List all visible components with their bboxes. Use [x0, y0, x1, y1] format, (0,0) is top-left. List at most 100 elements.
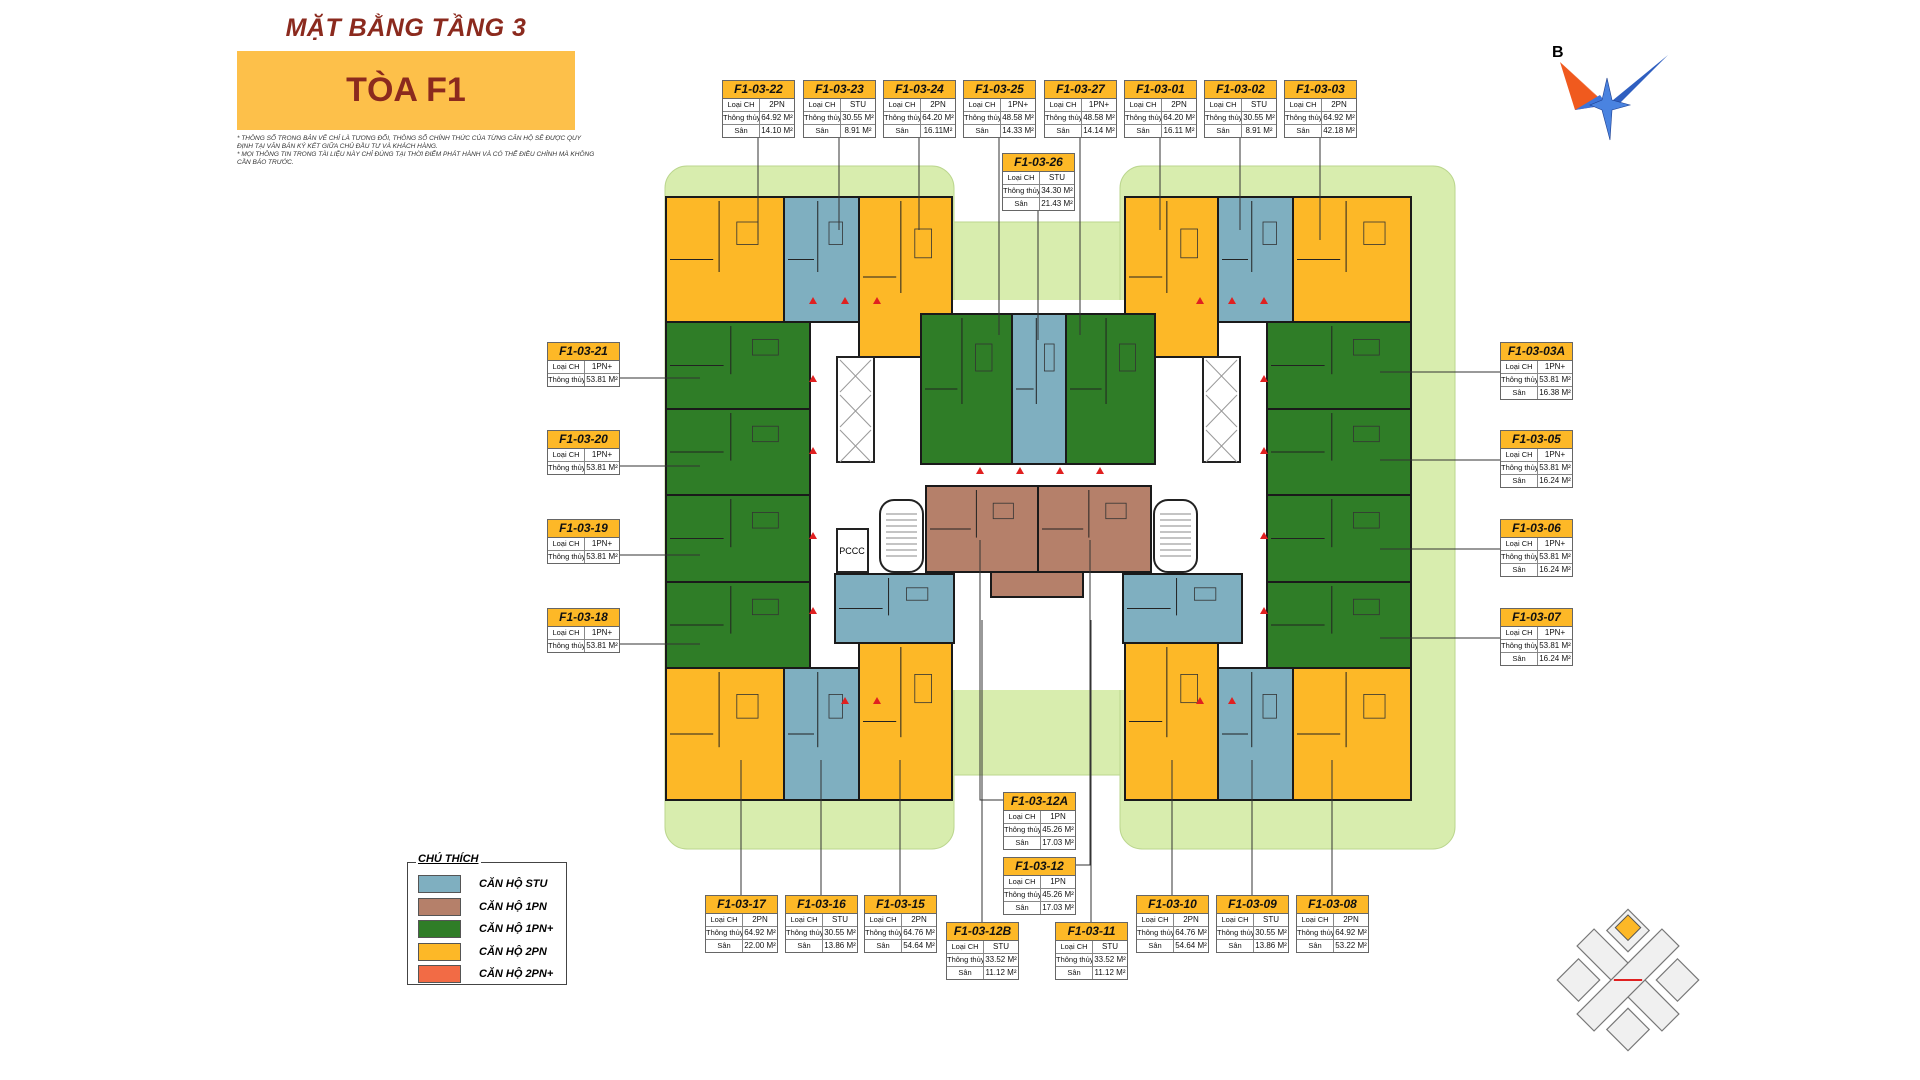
- legend-item: CĂN HỘ 2PN: [418, 942, 547, 961]
- balcony-key: Sân: [723, 125, 760, 137]
- unit-f1-03-25[interactable]: [920, 313, 1013, 465]
- unit-f1-03-15[interactable]: [858, 642, 953, 801]
- area-key: Thông thủy: [947, 954, 984, 966]
- unit-f1-03-12a[interactable]: [925, 485, 1039, 573]
- unit-f1-03-12[interactable]: [1037, 485, 1152, 573]
- unit-f1-03-22[interactable]: [665, 196, 785, 323]
- unit-code: F1-03-11: [1056, 923, 1127, 941]
- unit-balcony: 8.91 M²: [1245, 126, 1273, 135]
- type-key: Loại CH: [1501, 449, 1538, 461]
- unit-type: 1PN+: [1088, 100, 1110, 109]
- unit-f1-03-26[interactable]: [1011, 313, 1067, 465]
- balcony-key: Sân: [1297, 940, 1334, 952]
- disclaimer-notes: * Thông số trong bản vẽ chỉ là tương đối…: [237, 135, 597, 167]
- balcony-key: Sân: [1004, 902, 1041, 914]
- unit-f1-03-03[interactable]: [1292, 196, 1412, 323]
- unit-f1-03-18[interactable]: [665, 581, 811, 669]
- unit-f1-03-03a[interactable]: [1266, 321, 1412, 410]
- unit-f1-03-11[interactable]: [1122, 573, 1243, 644]
- unit-f1-03-05[interactable]: [1266, 408, 1412, 496]
- unit-area: 53.81 M²: [1539, 463, 1571, 472]
- unit-type: 2PN: [1183, 915, 1199, 924]
- elevator-shaft: [836, 356, 875, 463]
- unit-code: F1-03-06: [1501, 520, 1572, 538]
- unit-type: STU: [1251, 100, 1267, 109]
- type-key: Loại CH: [548, 627, 585, 639]
- unit-f1-03-09[interactable]: [1217, 667, 1294, 801]
- unit-type: 1PN+: [1544, 539, 1566, 548]
- entrance-marker: [1260, 532, 1268, 539]
- unit-f1-03-20[interactable]: [665, 408, 811, 496]
- unit-f1-03-21[interactable]: [665, 321, 811, 410]
- unit-balcony: 13.86 M²: [1255, 941, 1287, 950]
- key-plan-icon: [1556, 908, 1700, 1052]
- entrance-marker: [809, 607, 817, 614]
- unit-f1-03-19[interactable]: [665, 494, 811, 583]
- entrance-marker: [1260, 607, 1268, 614]
- unit-f1-03-06[interactable]: [1266, 494, 1412, 583]
- legend-swatch: [418, 875, 461, 893]
- unit-f1-03-12b[interactable]: [834, 573, 955, 644]
- balcony-key: Sân: [964, 125, 1001, 137]
- unit-f1-03-07[interactable]: [1266, 581, 1412, 669]
- unit-f1-03-27[interactable]: [1065, 313, 1156, 465]
- unit-f1-03-17[interactable]: [665, 667, 785, 801]
- unit-code: F1-03-08: [1297, 896, 1368, 914]
- legend-label: CĂN HỘ 1PN+: [479, 923, 554, 935]
- unit-type: 1PN: [1050, 877, 1066, 886]
- type-key: Loại CH: [1285, 99, 1322, 111]
- balcony-key: Sân: [1205, 125, 1242, 137]
- entrance-marker: [841, 697, 849, 704]
- legend-label: CĂN HỘ 1PN: [479, 900, 547, 913]
- unit-f1-03-08[interactable]: [1292, 667, 1412, 801]
- area-key: Thông thủy: [1205, 112, 1242, 124]
- unit-code: F1-03-15: [865, 896, 936, 914]
- unit-area: 64.76 M²: [903, 928, 935, 937]
- balcony-key: Sân: [1501, 387, 1538, 399]
